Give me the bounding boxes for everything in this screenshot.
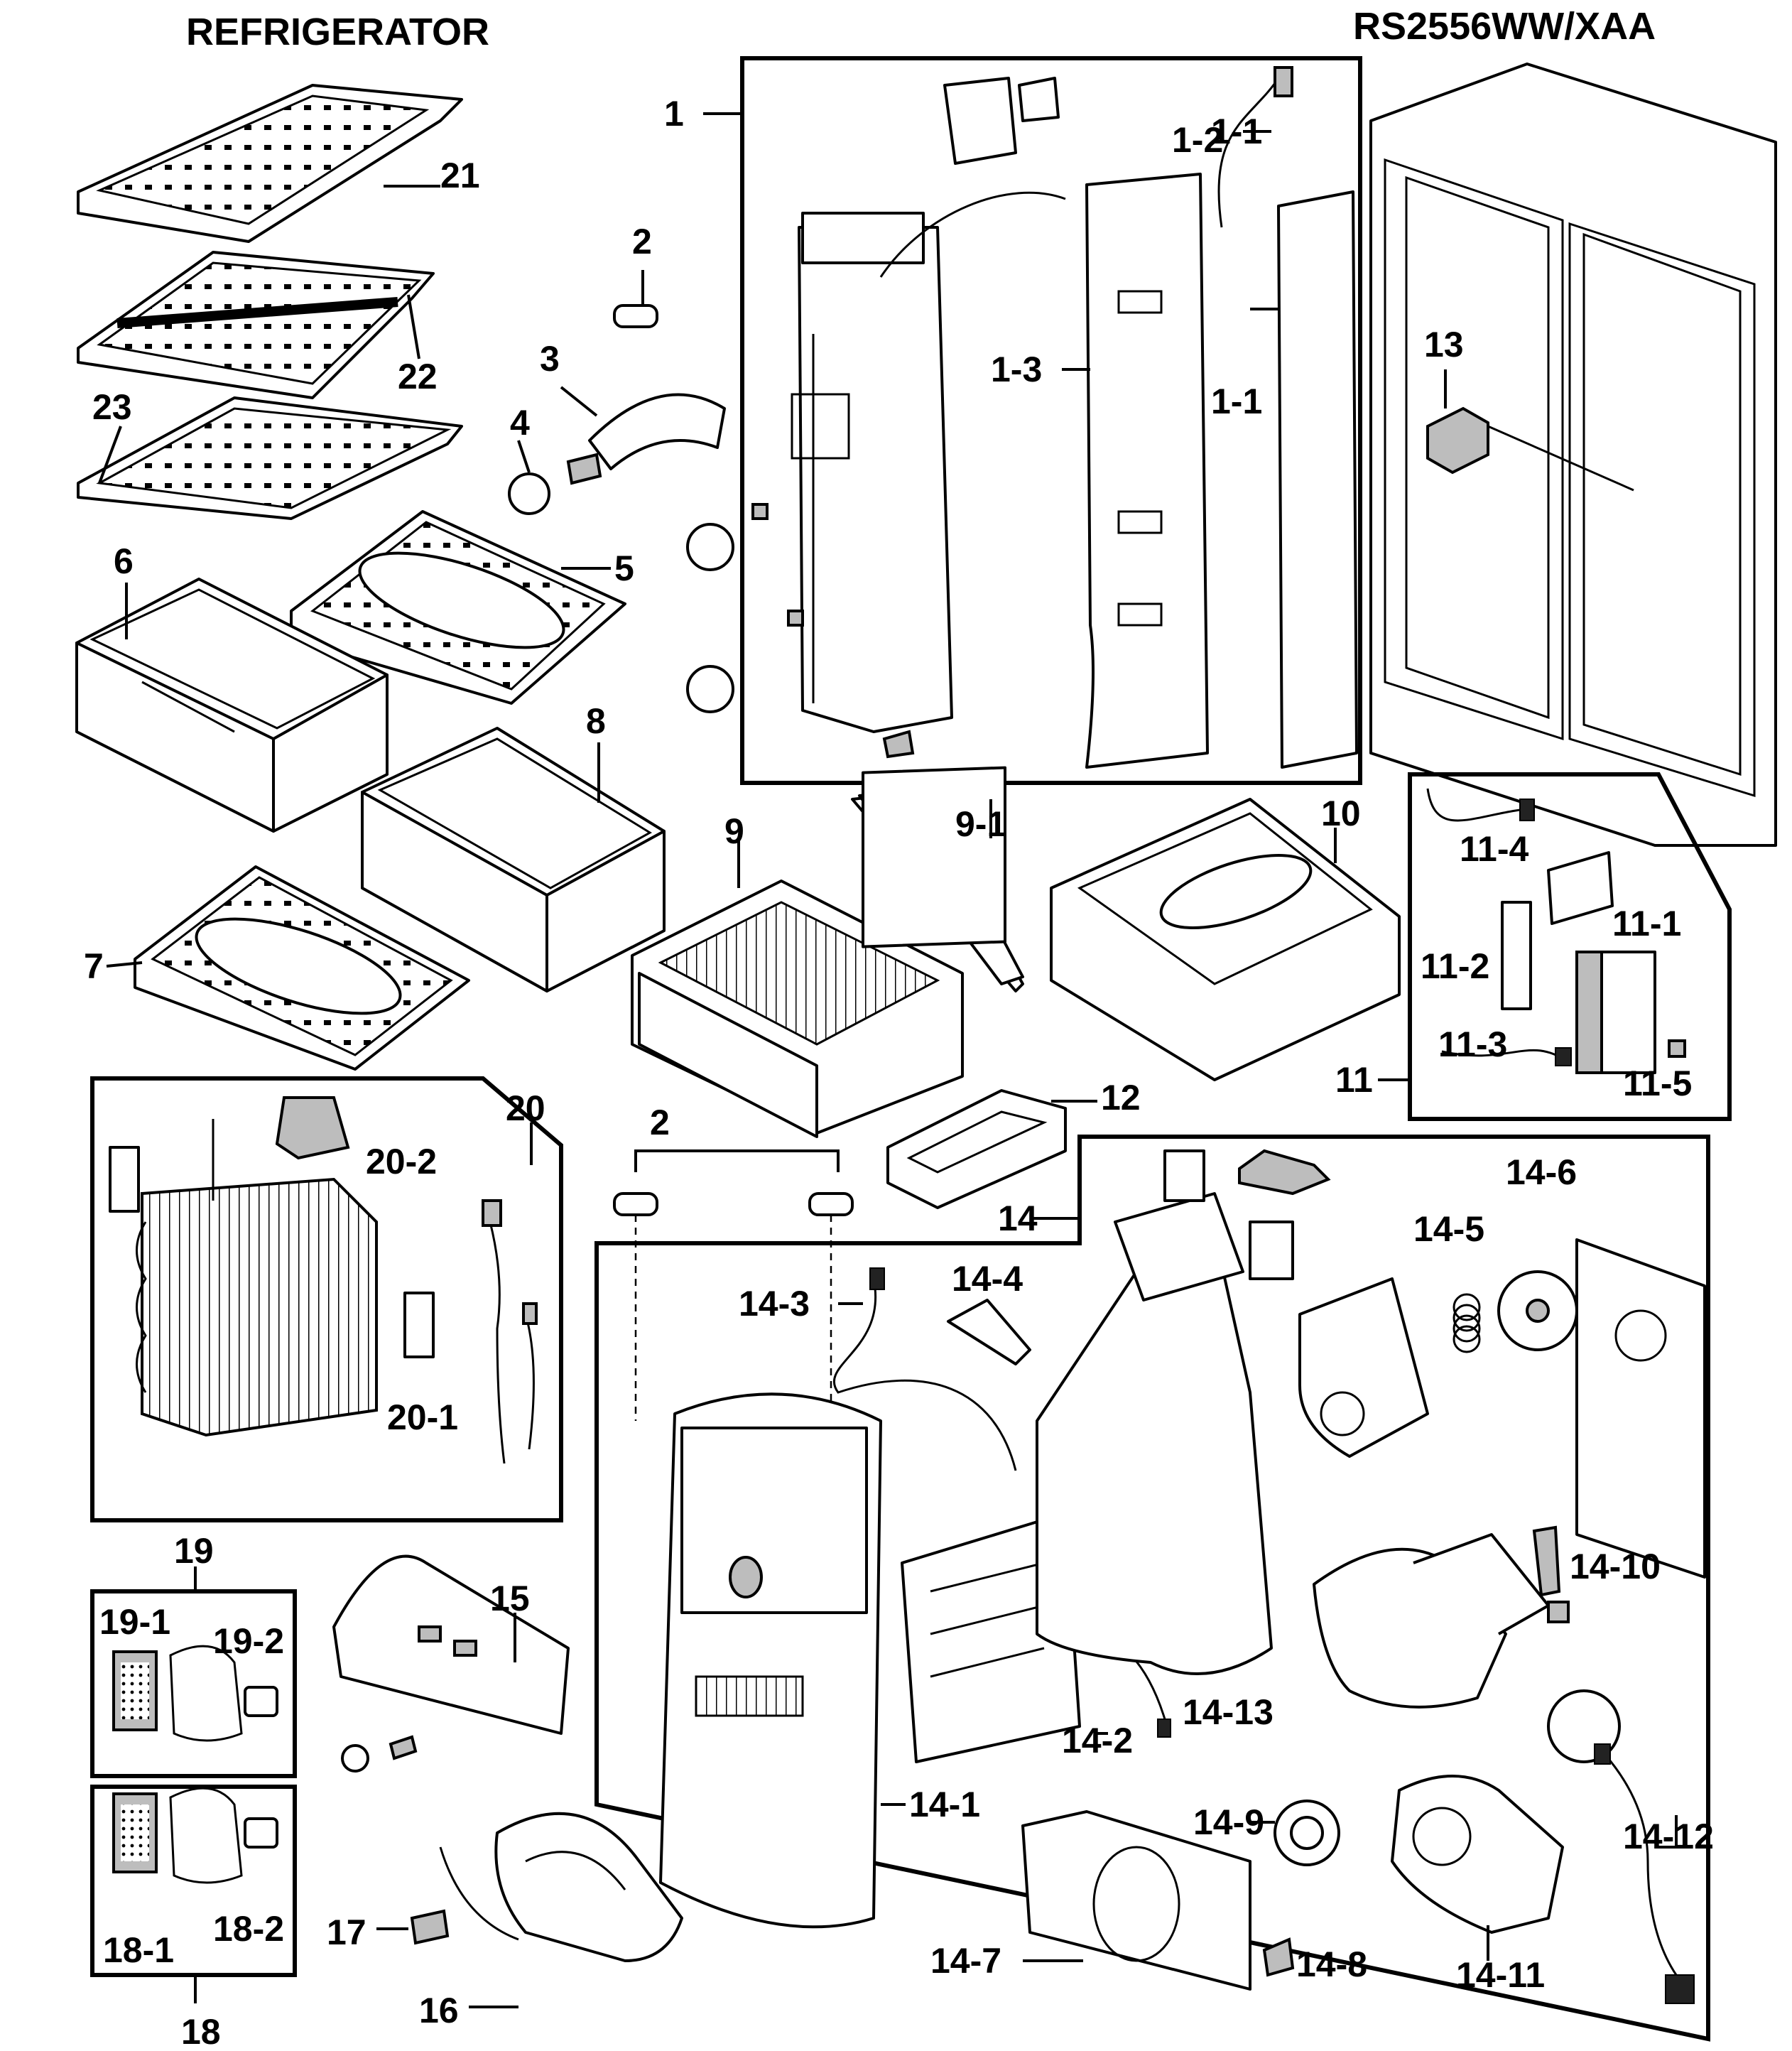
freezer-basket-9: [631, 838, 964, 1138]
label-14-3: 14-3: [739, 1284, 810, 1324]
label-5: 5: [614, 548, 634, 588]
label-14-9: 14-9: [1193, 1802, 1265, 1842]
label-11-5: 11-5: [1623, 1064, 1693, 1103]
label-12: 12: [1101, 1078, 1141, 1118]
group-box-20: [90, 1076, 563, 1522]
label-13: 13: [1424, 325, 1464, 364]
label-14-6: 14-6: [1506, 1152, 1577, 1192]
label-14-1: 14-1: [909, 1785, 981, 1824]
label-18: 18: [181, 2012, 221, 2051]
label-11: 11: [1335, 1060, 1373, 1100]
shelf-21: [77, 84, 463, 243]
group-box-11: [1378, 772, 1732, 1121]
dispenser-cover-15: [332, 1554, 570, 1773]
label-14-7: 14-7: [930, 1941, 1002, 1981]
label-1-1: 1-1: [1211, 112, 1263, 151]
model-number: RS2556WW/XAA: [1353, 5, 1656, 48]
label-9: 9: [724, 811, 744, 851]
group-box-14: [594, 1135, 1710, 2042]
crisper-cover-5: [290, 510, 626, 705]
label-1-1: 1-1: [1211, 381, 1263, 421]
screw-17: [376, 1909, 450, 1945]
shelf-22: [77, 251, 435, 399]
crisper-drawer-8: [361, 727, 666, 992]
label-11-4: 11-4: [1460, 829, 1529, 869]
label-8: 8: [586, 701, 606, 741]
label-9-1: 9-1: [955, 804, 1007, 844]
label-14-2: 14-2: [1062, 1721, 1134, 1760]
label-18-1: 18-1: [103, 1930, 175, 1970]
crisper-cover-7: [106, 865, 470, 1071]
label-4: 4: [510, 403, 530, 443]
label-14-8: 14-8: [1296, 1944, 1368, 1984]
door-bin-12: [886, 1089, 1097, 1209]
label-22: 22: [398, 357, 438, 396]
label-19: 19: [174, 1531, 214, 1571]
label-7: 7: [84, 946, 104, 986]
part-13: [1426, 369, 1634, 492]
label-20: 20: [506, 1088, 545, 1128]
label-14-11: 14-11: [1456, 1955, 1546, 1995]
label-14-5: 14-5: [1413, 1209, 1485, 1249]
label-23: 23: [92, 387, 132, 427]
label-10: 10: [1321, 794, 1361, 833]
label-2: 2: [650, 1103, 670, 1142]
label-16: 16: [419, 1991, 459, 2030]
duct-16: [439, 1812, 683, 2008]
label-6: 6: [114, 541, 134, 581]
label-20-1: 20-1: [387, 1397, 459, 1437]
label-3: 3: [540, 339, 560, 379]
group-box-1: [686, 56, 1362, 785]
crisper-drawer-6: [75, 578, 389, 833]
group-box-19: [90, 1566, 297, 1778]
label-1-3: 1-3: [991, 350, 1043, 389]
shelf-tray-10: [1050, 798, 1401, 1081]
basket-liner-9-1: [851, 766, 1024, 992]
lever-3: [560, 386, 726, 470]
label-19-1: 19-1: [99, 1602, 171, 1642]
label-17: 17: [327, 1912, 366, 1952]
label-1-2: 1-2: [1172, 120, 1224, 160]
cap-4: [508, 440, 602, 515]
label-11-3: 11-3: [1438, 1024, 1508, 1064]
shelf-23: [77, 396, 463, 520]
label-14-4: 14-4: [952, 1259, 1023, 1299]
label-2: 2: [632, 222, 652, 261]
label-14-12: 14-12: [1623, 1817, 1714, 1856]
label-11-1: 11-1: [1612, 904, 1682, 943]
label-14-13: 14-13: [1183, 1692, 1274, 1732]
label-21: 21: [440, 156, 480, 195]
label-19-2: 19-2: [213, 1621, 285, 1661]
diagram-title: REFRIGERATOR: [186, 11, 490, 53]
refrigerator-cabinet: [1369, 63, 1777, 847]
label-18-2: 18-2: [213, 1909, 285, 1949]
label-1: 1: [664, 94, 684, 134]
label-15: 15: [490, 1579, 530, 1618]
label-20-2: 20-2: [366, 1142, 438, 1181]
label-14-10: 14-10: [1570, 1547, 1661, 1586]
group-box-18: [90, 1785, 297, 2003]
lamp-2-top: [613, 270, 658, 328]
label-14: 14: [998, 1198, 1038, 1238]
label-11-2: 11-2: [1421, 946, 1490, 986]
